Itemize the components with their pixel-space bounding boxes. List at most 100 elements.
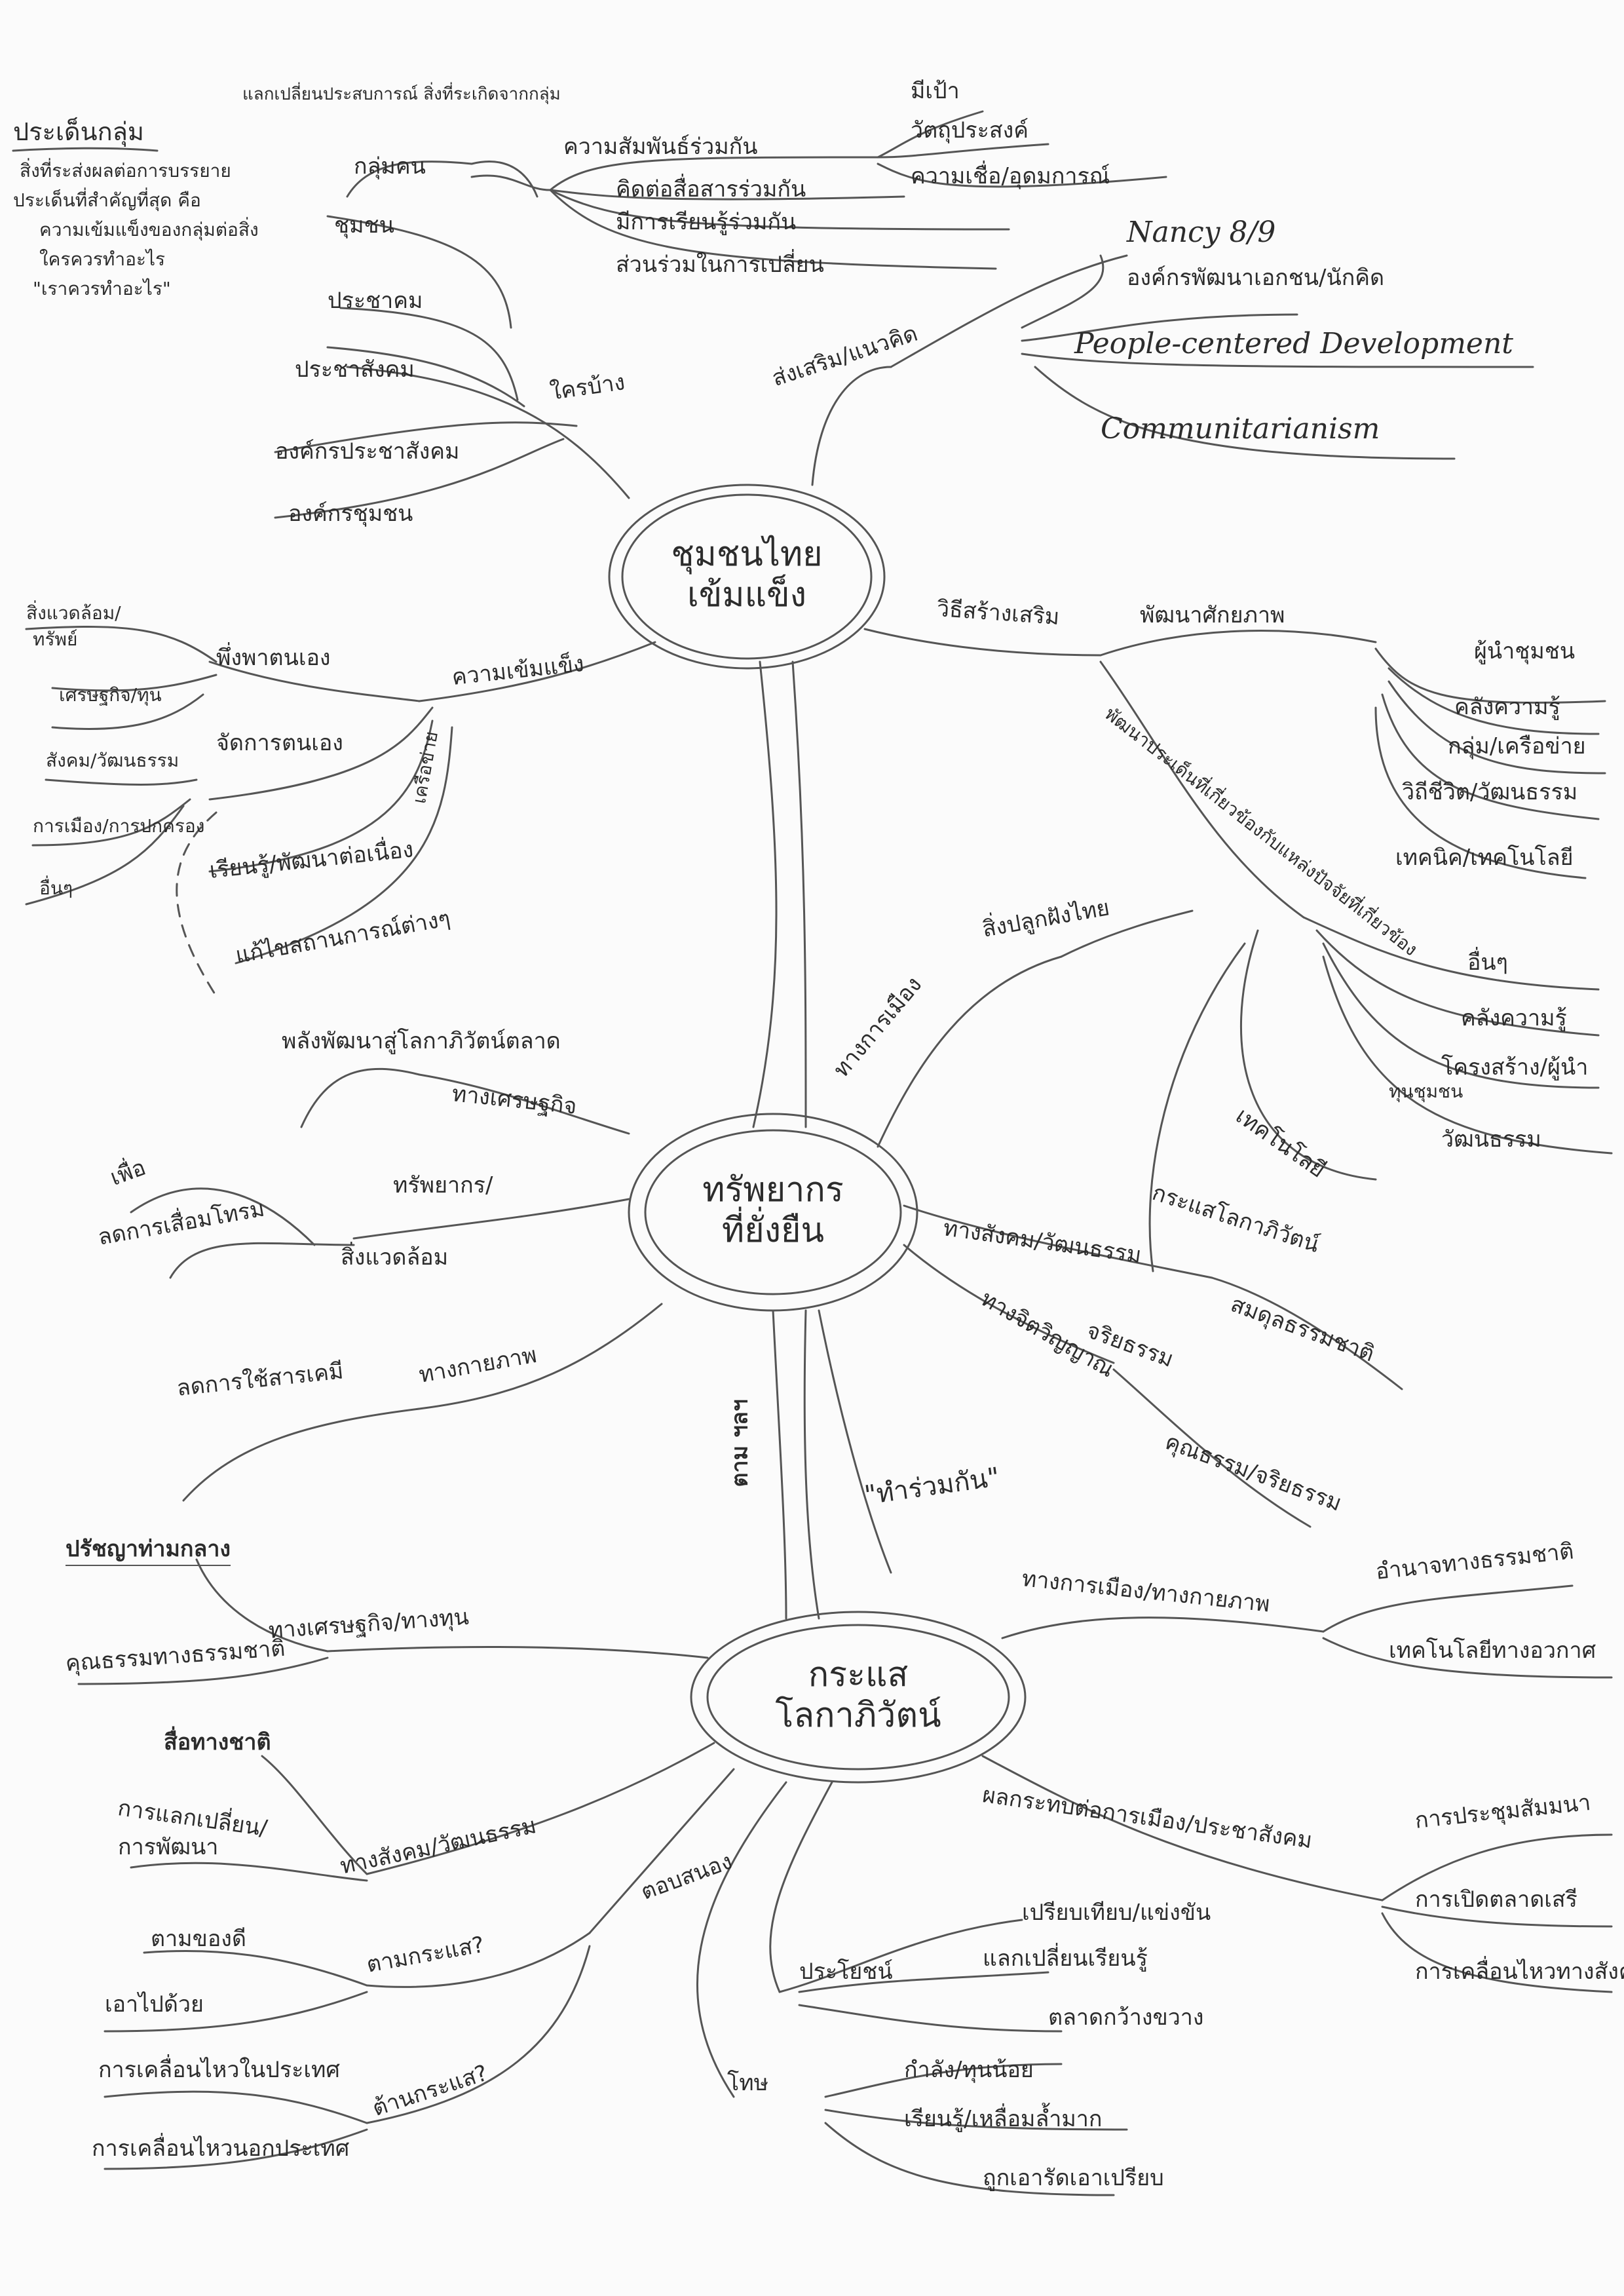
link-policy <box>1060 909 1194 958</box>
link-features <box>470 174 552 191</box>
link-who <box>346 366 630 499</box>
glob-change-2: การพัฒนา <box>118 1834 219 1860</box>
res-env-2: สิ่งแวดล้อม <box>341 1244 449 1271</box>
process-item-3: กลุ่ม/เครือข่าย <box>1448 733 1586 759</box>
link-env <box>352 1198 630 1240</box>
feature-2: คิดต่อสื่อสารร่วมกัน <box>616 176 806 202</box>
link-g-politics-a <box>1322 1584 1574 1633</box>
link-internal-4 <box>45 778 198 786</box>
link-morals <box>1112 1368 1312 1528</box>
link-g-stream-a <box>143 1949 368 1987</box>
header-note-line-2: ประเด็นที่สำคัญที่สุด คือ <box>13 189 201 211</box>
trunk-upper <box>752 660 778 1128</box>
link-feature-2 <box>549 189 905 201</box>
link-balance <box>1211 1276 1403 1390</box>
link-internal-3 <box>51 693 204 731</box>
who-item-3: ประชาคม <box>328 288 423 314</box>
link-concept-1 <box>890 254 1128 368</box>
link-process <box>863 628 1102 657</box>
hub-community-line1: ชุมชนไทย <box>671 535 823 574</box>
res-env: ทรัพยากร/ <box>393 1172 493 1198</box>
hub-globalization-line1: กระแส <box>808 1655 909 1694</box>
link-manage <box>208 706 434 801</box>
link-g-resist-b <box>104 2128 368 2170</box>
glob-left-head: ปรัชญาท่ามกลาง <box>66 1536 231 1567</box>
link-process-item-2 <box>1388 667 1600 735</box>
link-factor-3 <box>1322 942 1600 1089</box>
glob-stream-a: ตามของดี <box>151 1926 246 1952</box>
concept-4: Communitarianism <box>1101 412 1380 446</box>
link-economy-sub <box>300 1067 421 1128</box>
process-item-5: เทคนิค/เทคโนโลยี <box>1395 845 1574 871</box>
internal-item-4: สังคม/วัฒนธรรม <box>46 750 179 771</box>
glob-benefit-2: แลกเปลี่ยนเรียนรู้ <box>983 1945 1148 1972</box>
internal-item-3: เศรษฐกิจ/ทุน <box>59 684 162 706</box>
link-process-sub <box>1099 660 1305 919</box>
link-reduce <box>169 1242 355 1279</box>
link-fix <box>235 726 453 965</box>
link-process-item-5 <box>1374 706 1587 879</box>
res-economy-sub: พลังพัฒนาสู่โลกาภิวัตน์ตลาด <box>282 1028 561 1054</box>
header-note-title: ประเด็นกลุ่ม <box>13 117 144 146</box>
link-concept-0 <box>1021 254 1105 329</box>
glob-harm-2: เรียนรู้/เหลื่อมล้ำมาก <box>904 2106 1103 2132</box>
hub-resources-outline-inner <box>644 1129 902 1295</box>
hub-community: ชุมชนไทย เข้มแข็ง <box>649 534 845 616</box>
link-g-benefit-2 <box>798 1971 1049 1993</box>
link-concepts <box>811 366 892 486</box>
link-feature-1 <box>549 156 879 191</box>
link-g-benefit-1 <box>778 1919 1023 1993</box>
link-physical-sub <box>182 1407 421 1502</box>
hub-community-line2: เข้มแข็ง <box>687 575 807 615</box>
link-process-item-1 <box>1374 647 1606 704</box>
concept-2: องค์กรพัฒนาเอกชน/นักคิด <box>1127 265 1385 291</box>
link-internal-6 <box>25 805 185 906</box>
link-g-politics-b <box>1322 1637 1613 1679</box>
link-g-impact-2 <box>1381 1905 1613 1928</box>
concept-1: Nancy 8/9 <box>1127 216 1276 249</box>
who-item-1: กลุ่มคน <box>354 153 426 180</box>
link-factor-4 <box>1322 955 1613 1155</box>
who-item-2: ชุมชน <box>334 212 394 239</box>
link-internal-5 <box>31 798 191 847</box>
internal-item-1: สิ่งแวดล้อม/ <box>26 602 121 624</box>
who-item-5: องค์กรประชาสังคม <box>275 438 460 465</box>
link-who-3 <box>274 421 578 453</box>
hub-resources-line1: ทรัพยากร <box>702 1170 844 1210</box>
link-g-benefit <box>769 1781 833 1993</box>
hub-resources: ทรัพยากร ที่ยั่งยืน <box>675 1170 871 1252</box>
link-economy <box>418 1073 630 1135</box>
feature-sub-1: มีเป้า <box>911 78 960 104</box>
link-together <box>818 1309 892 1574</box>
hub-globalization-outline-inner <box>706 1624 1010 1770</box>
link-g-stream <box>366 1932 591 1988</box>
feature-sub-3: ความเชื่อ/อุดมการณ์ <box>911 163 1110 189</box>
link-feature-3 <box>549 189 1010 231</box>
link-who-top <box>346 161 473 198</box>
link-fix-dashed <box>176 811 217 997</box>
link-g-harm <box>696 1781 787 2098</box>
link-g-change <box>130 1862 368 1882</box>
internal-item-5: การเมือง/การปกครอง <box>33 815 205 837</box>
hub-community-outline <box>608 484 886 670</box>
link-g-reply <box>588 1768 735 1934</box>
link-who-2 <box>339 307 519 401</box>
internal-item-6: อื่นๆ <box>39 877 73 899</box>
glob-impact-2: การเปิดตลาดเสรี <box>1415 1886 1577 1913</box>
who-top-note: แลกเปลี่ยนประสบการณ์ สิ่งที่ระเกิดจากกลุ… <box>242 85 561 104</box>
link-factor-2 <box>1315 929 1600 1037</box>
link-g-impact-3 <box>1381 1912 1613 1993</box>
glob-benefit: ประโยชน์ <box>799 1959 893 1985</box>
link-who-4 <box>274 438 565 519</box>
glob-harm-3: ถูกเอารัดเอาเปรียบ <box>983 2165 1164 2191</box>
glob-impact-3: การเคลื่อนไหวทางสังคม <box>1415 1959 1624 1985</box>
glob-media: สื่อทางชาติ <box>164 1729 271 1755</box>
link-politics <box>877 955 1063 1148</box>
link-learn <box>208 719 434 873</box>
who-item-4: ประชาสังคม <box>295 356 415 383</box>
header-underline <box>12 147 159 152</box>
internal-item-2: ทรัพย์ <box>33 628 78 650</box>
link-mind <box>903 1244 1115 1364</box>
